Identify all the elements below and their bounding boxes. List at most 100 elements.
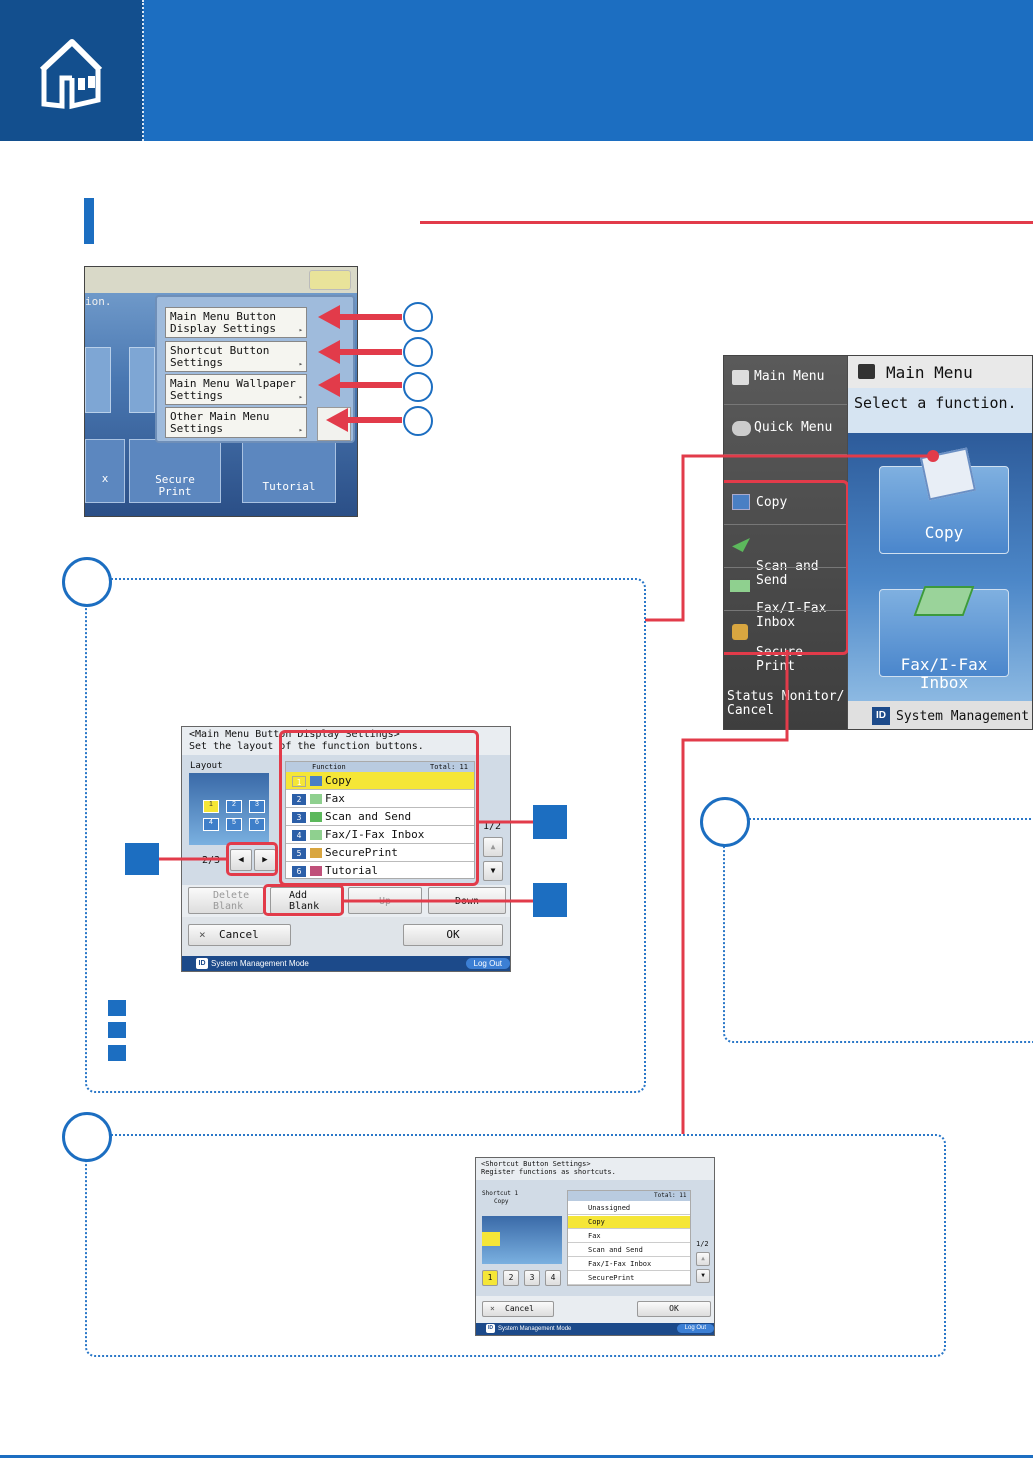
section-marker: [84, 198, 94, 244]
screen-callout-lines: [159, 820, 533, 903]
list-item[interactable]: SecurePrint: [568, 1272, 690, 1285]
layout-slot[interactable]: 4: [203, 818, 219, 831]
layout-slot[interactable]: 3: [249, 800, 265, 813]
other-main-menu-settings[interactable]: Other Main Menu Settings: [165, 407, 307, 438]
settings-gear-icon[interactable]: [309, 270, 351, 290]
callout-square-c: [533, 883, 567, 917]
screen-header-2: Set the layout of the function buttons.: [189, 741, 424, 752]
callout-circle-1: [403, 302, 433, 332]
callout-square-b: [533, 805, 567, 839]
close-icon: ×: [490, 1304, 495, 1313]
shortcut-tab[interactable]: 3: [524, 1270, 540, 1286]
main-menu-screenshot: Main Menu Quick Menu Copy Scan and Send …: [723, 355, 1033, 730]
shortcut-tab[interactable]: 2: [503, 1270, 519, 1286]
screen-footer: System Management M: [896, 709, 1033, 724]
connector-lines: [645, 450, 939, 1134]
fax-icon: [310, 794, 322, 804]
callout-arrows: [318, 305, 402, 432]
cancel-button[interactable]: × Cancel: [188, 924, 291, 946]
list-page: 1/2: [696, 1240, 709, 1248]
shortcut-tab[interactable]: 4: [545, 1270, 561, 1286]
ok-button[interactable]: OK: [403, 924, 503, 946]
side-fax-inbox[interactable]: Fax/I-Fax Inbox: [724, 574, 847, 630]
list-total: Total: 11: [654, 1192, 687, 1199]
list-item[interactable]: Fax: [568, 1230, 690, 1243]
user-icon: [732, 421, 751, 436]
screen-title: Main Menu: [886, 363, 973, 382]
legend-bullet-3: [108, 1045, 126, 1061]
shortcut-settings-screen: <Shortcut Button Settings> Register func…: [475, 1157, 715, 1336]
list-total: Total: 11: [430, 763, 468, 771]
shortcut-tab[interactable]: 1: [482, 1270, 498, 1286]
section-3-box: [85, 1134, 946, 1357]
fax-icon: [730, 580, 750, 592]
side-main-menu[interactable]: Main Menu: [724, 370, 847, 385]
prev-layout-button[interactable]: ◀: [230, 849, 252, 871]
section-2-box: [723, 818, 1033, 1043]
ok-button[interactable]: OK: [637, 1301, 711, 1317]
bg-tile: x: [85, 439, 125, 503]
arrows-highlight: [226, 842, 278, 876]
shortcut-label: Shortcut 1: [482, 1190, 519, 1197]
logout-button[interactable]: Log Out: [465, 958, 510, 969]
side-copy[interactable]: Copy: [724, 494, 847, 524]
bg-tile: Tutorial: [242, 439, 336, 503]
id-icon: ID: [486, 1323, 495, 1333]
side-quick-menu[interactable]: Quick Menu: [724, 421, 847, 436]
screen-prompt: Select a function.: [854, 394, 1017, 412]
id-icon: ID: [872, 707, 890, 725]
legend-bullet-1: [108, 1000, 126, 1016]
shortcut-value: Copy: [494, 1198, 509, 1205]
header-divider: [142, 0, 144, 141]
id-icon: ID: [196, 958, 208, 970]
list-item[interactable]: Fax/I-Fax Inbox: [568, 1258, 690, 1271]
option-list: Total: 11 Unassigned Copy Fax Scan and S…: [567, 1190, 691, 1286]
fax-inbox-icon: [310, 830, 322, 840]
scroll-up-button[interactable]: ▲: [696, 1252, 710, 1266]
add-blank-button[interactable]: Add Blank: [270, 887, 344, 914]
house-icon: [732, 370, 749, 385]
section-3-circle: [62, 1112, 112, 1162]
scroll-up-button[interactable]: ▲: [483, 837, 503, 857]
side-scan-send[interactable]: Scan and Send: [724, 532, 847, 588]
list-item[interactable]: Copy: [568, 1216, 690, 1229]
layout-slot[interactable]: 5: [226, 818, 242, 831]
callout-circle-3: [403, 372, 433, 402]
layout-slot[interactable]: 6: [249, 818, 265, 831]
main-menu-button-display-settings[interactable]: Main Menu Button Display Settings: [165, 307, 307, 338]
side-status-monitor[interactable]: Status Monitor/ Cancel: [727, 689, 845, 718]
header-title-bar: [143, 0, 1033, 141]
section-rule: [420, 221, 1033, 224]
list-item[interactable]: Scan and Send: [568, 1244, 690, 1257]
scroll-down-button[interactable]: ▼: [696, 1269, 710, 1283]
secure-print-icon: [310, 848, 322, 858]
screen-header-1: <Shortcut Button Settings>: [481, 1160, 591, 1168]
close-icon: ×: [199, 928, 206, 941]
scroll-down-button[interactable]: ▼: [483, 861, 503, 881]
layout-slot[interactable]: 1: [203, 800, 219, 813]
button-display-settings-screen: <Main Menu Button Display Settings> Set …: [181, 726, 511, 972]
layout-label: Layout: [190, 761, 223, 771]
shortcut-button-settings[interactable]: Shortcut Button Settings: [165, 341, 307, 372]
house-icon: [858, 364, 875, 379]
settings-popup-screenshot: ion. x Secure Print Tutorial Main Menu B…: [84, 266, 358, 517]
screen-header-1: <Main Menu Button Display Settings>: [189, 729, 400, 740]
next-layout-button[interactable]: ▶: [254, 849, 276, 871]
cancel-button[interactable]: × Cancel: [482, 1301, 554, 1317]
main-menu-wallpaper-settings[interactable]: Main Menu Wallpaper Settings: [165, 374, 307, 405]
delete-blank-button[interactable]: Delete Blank: [188, 887, 264, 914]
logout-button[interactable]: Log Out: [676, 1324, 714, 1333]
header-left-panel: [0, 0, 143, 141]
tutorial-icon: [310, 866, 322, 876]
list-item[interactable]: Unassigned: [568, 1202, 690, 1215]
fax-inbox-tile[interactable]: Fax/I-Fax Inbox: [879, 589, 1009, 692]
layout-slot[interactable]: 2: [226, 800, 242, 813]
